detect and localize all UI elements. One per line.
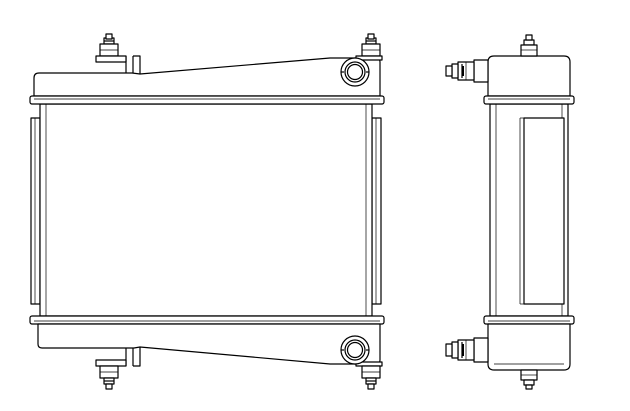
side-top-fitting [520,34,538,57]
right-side-rail [371,117,382,305]
side-view [445,34,575,390]
front-view [29,33,385,390]
top-tank [29,55,385,105]
side-bottom-tank [483,315,575,371]
bottom-tank [29,315,385,367]
side-core [489,103,569,317]
bottom-right-fitting [355,361,383,390]
side-bottom-outlet [445,337,489,363]
side-bottom-fitting [520,369,538,390]
radiator-core [39,103,373,317]
side-top-inlet [445,59,489,83]
side-top-tank [483,55,575,105]
bottom-left-drain-fitting [95,359,127,390]
top-filler-cap [340,57,370,87]
bottom-drain-plug [340,335,370,365]
top-left-inlet-fitting [95,33,127,63]
left-side-rail [30,117,41,305]
top-right-outlet-fitting [355,33,383,61]
